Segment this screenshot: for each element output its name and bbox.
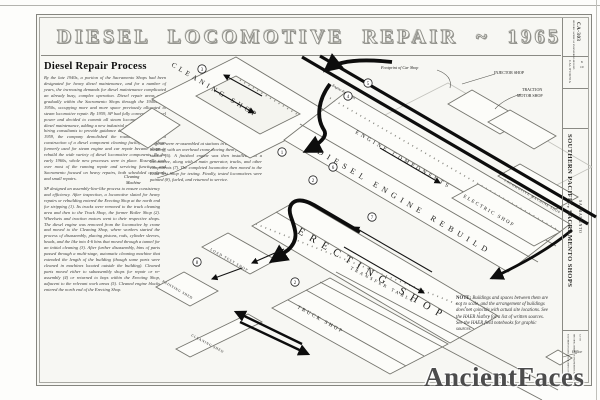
svg-text:2: 2: [312, 179, 315, 184]
titleblock-record-name: HISTORIC AMERICAN ENGINEERING RECORD: [572, 20, 574, 70]
step-bubble-8: 8: [192, 257, 202, 267]
transfer-table-rails: [319, 271, 559, 400]
titleblock-sheet-numbers: 8 10: [580, 60, 584, 70]
step-bubbles: 1 2 3 4 5 6 7 8 2: [192, 64, 377, 287]
titleblock-sheet-current: 8: [580, 60, 583, 64]
title-banner: SOUTHERN PACIFIC LINES DIESEL LOCOMOTIVE…: [41, 19, 561, 56]
scan-edge-right: [596, 0, 597, 400]
step-bubble-5: 5: [363, 78, 373, 88]
flow-truck-out: [233, 310, 303, 346]
label-cleaning-machine-line1: Cleaning: [124, 174, 139, 179]
label-footprint-of-car-shop: Footprint of Car Shop: [380, 65, 418, 70]
note-body: Buildings and spaces between them are no…: [456, 296, 549, 333]
truck-shop-roof-lines: [287, 289, 425, 367]
step-bubble-1: 1: [277, 147, 287, 157]
left-text-panel: Diesel Repair Process By the late 1940s,…: [44, 61, 166, 293]
cleaning-shed-building: [175, 313, 263, 358]
step-bubble-2b: 2: [290, 277, 300, 287]
left-panel-paragraph-1: By the late 1940s, a portion of the Sacr…: [44, 75, 166, 181]
flow-line-top-1: [301, 55, 589, 226]
step-bubble-2: 2: [308, 175, 318, 185]
titleblock-state: CALIFORNIA: [568, 60, 572, 84]
electric-shop-building: [451, 183, 561, 247]
cleaning-shop-wing: [119, 107, 181, 149]
titleblock-sheet-total: 10: [580, 64, 584, 69]
center-caption: Engines were re-assembled at stations in…: [150, 141, 262, 182]
truck-shop-building: [271, 277, 449, 375]
svg-text:3: 3: [201, 68, 204, 73]
titleblock-survey-number: CA-303: [575, 22, 580, 42]
label-injector-shop: INJECTOR SHOP: [494, 70, 525, 75]
titleblock-main-title: SOUTHERN PACIFIC, SACRAMENTO SHOPS: [566, 134, 573, 288]
titleblock-small-print-2: HISTORIC AMERICAN ENGINEERING RECORD: [572, 334, 575, 381]
sheet-border-inner: [39, 17, 589, 383]
note-block: NOTE: Buildings and spaces between them …: [456, 296, 550, 333]
titleblock-small-print-1: SOUTHERN PACIFIC, SACRAMENTO SHOPS: [566, 334, 569, 378]
ancientfaces-watermark: AncientFaces: [424, 362, 585, 392]
building-shapes: [119, 56, 579, 400]
label-office: Office: [572, 349, 582, 354]
traction-motor-shop-building: [487, 109, 557, 150]
label-cleaning-machine-line2: Machine: [125, 180, 141, 185]
rebuild-roof-line: [299, 123, 539, 263]
flow-truck-in: [239, 320, 311, 356]
step-bubble-6: 6: [328, 162, 338, 172]
svg-text:1: 1: [281, 151, 284, 156]
label-traction-motor-shop-line1: TRACTION: [522, 87, 542, 92]
erecting-shop-roof-line: [275, 211, 475, 330]
svg-text:5: 5: [367, 82, 370, 87]
note-label: NOTE:: [456, 296, 472, 301]
left-panel-paragraph-2: SP designed an assembly-line-like proces…: [44, 185, 160, 292]
titleblock-divider: [562, 128, 588, 129]
painting-shed-building: [155, 271, 219, 307]
left-panel-heading: Diesel Repair Process: [44, 61, 147, 72]
sheet-title: DIESEL LOCOMOTIVE REPAIR ~ 1965: [57, 25, 562, 48]
flow-right-side: [489, 228, 573, 280]
svg-text:8: 8: [196, 261, 199, 266]
leader-lines: [156, 69, 574, 358]
titleblock-divider: [562, 56, 588, 57]
svg-text:4: 4: [347, 95, 350, 100]
thin-arrows: [210, 74, 441, 294]
cleaning-shop-monitor-roof: [195, 75, 301, 135]
titleblock-divider: [562, 330, 588, 331]
step-bubble-7: 7: [367, 212, 377, 222]
diesel-engine-rebuild-complex: [283, 91, 571, 273]
office-building: [545, 349, 573, 366]
scan-edge-top: [0, 5, 600, 6]
svg-text:6: 6: [332, 166, 335, 171]
svg-text:7: 7: [371, 216, 374, 221]
step-bubble-3: 3: [197, 64, 207, 74]
step-bubble-4: 4: [343, 91, 353, 101]
titleblock-small-print-3: CA-303: [578, 334, 581, 342]
titleblock-location: SACRAMENTO: [578, 200, 583, 234]
titleblock-left-rule: [562, 18, 563, 382]
titleblock-divider: [562, 88, 588, 89]
label-traction-motor-shop-line2: MOTOR SHOP: [517, 93, 543, 98]
flow-into-cleaning-shop: [323, 53, 393, 73]
flow-erecting-loop: [268, 198, 361, 264]
flow-cleaning-to-rebuild: [302, 82, 332, 153]
svg-text:2: 2: [294, 281, 297, 286]
